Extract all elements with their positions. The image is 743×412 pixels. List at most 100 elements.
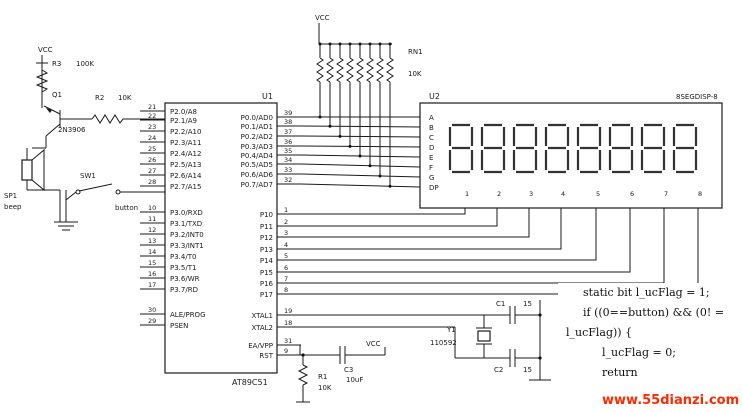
switch-name: button xyxy=(115,204,138,212)
mcu-left-pin-number: 21 xyxy=(148,103,156,111)
junction-dot xyxy=(318,42,322,46)
digit-pin-label: 1 xyxy=(465,190,469,198)
r3-ref: R3 xyxy=(52,60,61,68)
seven-segment-digit xyxy=(576,123,602,174)
rn1-resistor xyxy=(346,57,354,83)
mcu-left-pin-number: 27 xyxy=(148,167,156,175)
mcu-right-pin-name: EA/VPP xyxy=(248,342,273,350)
digit-select-wire xyxy=(301,208,466,215)
mcu-left-pin-name: P3.5/T1 xyxy=(170,264,196,272)
mcu-right-pin-number: 7 xyxy=(284,275,288,283)
display-ref: U2 xyxy=(429,92,440,101)
port0-segment-bus xyxy=(300,100,421,188)
mcu-left-pins: 21P2.0/A822P2.1/A923P2.2/A1024P2.3/A1125… xyxy=(140,103,206,330)
junction-dot xyxy=(318,115,322,119)
digit-pin-label: 4 xyxy=(561,190,565,198)
junction-dot xyxy=(368,164,372,168)
switch-ref: SW1 xyxy=(80,172,96,180)
segment-pin-label: F xyxy=(429,164,433,172)
q1-ref: Q1 xyxy=(52,91,62,99)
mcu-left-pin-number: 14 xyxy=(148,248,156,256)
mcu-right-pin-number: 2 xyxy=(284,218,288,226)
junction-dot xyxy=(348,42,352,46)
mcu-left-pin-name: P2.7/A15 xyxy=(170,183,201,191)
vcc-label-rn1: VCC xyxy=(315,14,330,22)
mcu-right-pin-number: 39 xyxy=(284,109,292,117)
mcu-right-pin-name: P0.5/AD5 xyxy=(241,161,273,169)
mcu-u1: U1 AT89C51 21P2.0/A822P2.1/A923P2.2/A102… xyxy=(140,92,301,387)
c2-value: 15 xyxy=(523,366,532,374)
crystal-ref: Y1 xyxy=(446,326,456,334)
mcu-right-pin-number: 36 xyxy=(284,138,292,146)
mcu-right-pin-name: P0.1/AD1 xyxy=(241,123,273,131)
mcu-left-pin-number: 12 xyxy=(148,226,156,234)
mcu-left-pin-number: 23 xyxy=(148,123,156,131)
mcu-right-pin-name: P0.0/AD0 xyxy=(241,114,273,122)
mcu-left-pin-name: P2.0/A8 xyxy=(170,108,197,116)
rn1-resistor xyxy=(386,57,394,83)
mcu-right-pin-name: P16 xyxy=(260,280,274,288)
mcu-left-pin-name: P2.6/A14 xyxy=(170,172,202,180)
switch-sw1: SW1 button xyxy=(65,172,165,212)
crystal-circuit: Y1 110592 C1 15 C2 15 xyxy=(301,300,551,381)
code-line-4: l_ucFlag = 0; xyxy=(602,346,676,359)
mcu-part: AT89C51 xyxy=(232,378,268,387)
digit-select-wire xyxy=(301,208,562,250)
segment-pin-label: C xyxy=(429,134,434,142)
mcu-right-pin-name: P0.6/AD6 xyxy=(241,171,274,179)
digit-select-wire xyxy=(301,208,498,227)
digit-pin-label: 7 xyxy=(664,190,668,198)
watermark: www.55dianzi.com xyxy=(602,393,739,408)
seven-segment-digit xyxy=(544,123,570,174)
junction-dot xyxy=(348,144,352,148)
mcu-right-pin-number: 1 xyxy=(284,206,288,214)
mcu-right-pin-name: P0.2/AD2 xyxy=(241,133,273,141)
resistor-network-rn1: VCC RN1 10K xyxy=(315,14,423,100)
speaker-ref: SP1 xyxy=(4,192,17,200)
mcu-right-pin-number: 6 xyxy=(284,264,288,272)
seven-segment-digit xyxy=(672,123,698,174)
mcu-right-pin-name: P10 xyxy=(260,211,273,219)
cap-c2 xyxy=(500,349,540,367)
mcu-right-pin-name: P15 xyxy=(260,269,273,277)
mcu-left-pin-number: 25 xyxy=(148,145,156,153)
mcu-right-pin-number: 19 xyxy=(284,307,292,315)
digit-pin-label: 6 xyxy=(630,190,634,198)
rn1-resistor xyxy=(336,57,344,83)
digit-select-wire xyxy=(301,208,530,238)
resistor-r1 xyxy=(296,355,310,403)
mcu-right-pin-name: XTAL2 xyxy=(251,324,273,332)
crystal-value: 110592 xyxy=(430,339,457,347)
digit-pin-label: 2 xyxy=(497,190,501,198)
mcu-left-pin-name: P3.0/RXD xyxy=(170,209,203,217)
code-snippet: static bit l_ucFlag = 1; if ((0==button)… xyxy=(558,283,743,405)
r1-value: 10K xyxy=(318,384,332,392)
junction-dot xyxy=(368,42,372,46)
mcu-right-pin-name: XTAL1 xyxy=(251,312,273,320)
mcu-left-pin-number: 10 xyxy=(148,204,156,212)
mcu-left-pin-name: P2.3/A11 xyxy=(170,139,201,147)
mcu-right-pin-number: 32 xyxy=(284,176,292,184)
junction-dot xyxy=(338,134,342,138)
junction-dot xyxy=(328,124,332,128)
mcu-right-pin-name: P0.4/AD4 xyxy=(241,152,274,160)
mcu-left-pin-name: P3.4/T0 xyxy=(170,253,196,261)
junction-dot xyxy=(378,42,382,46)
code-line-3: l_ucFlag)) { xyxy=(566,326,632,339)
crystal-y1 xyxy=(476,315,492,358)
mcu-right-pin-number: 34 xyxy=(284,156,292,164)
mcu-left-pin-number: 11 xyxy=(148,215,156,223)
mcu-right-pin-name: P11 xyxy=(260,223,273,231)
q1-part: 2N3906 xyxy=(58,126,86,134)
seven-segment-digit xyxy=(640,123,666,174)
mcu-right-pin-number: 33 xyxy=(284,166,292,174)
mcu-left-pin-name: P3.6/WR xyxy=(170,275,200,283)
seven-segment-digit xyxy=(480,123,506,174)
speaker-sp1 xyxy=(21,148,60,192)
junction-dot xyxy=(378,174,382,178)
mcu-right-pin-name: P14 xyxy=(260,257,274,265)
rn1-resistors xyxy=(316,42,394,100)
